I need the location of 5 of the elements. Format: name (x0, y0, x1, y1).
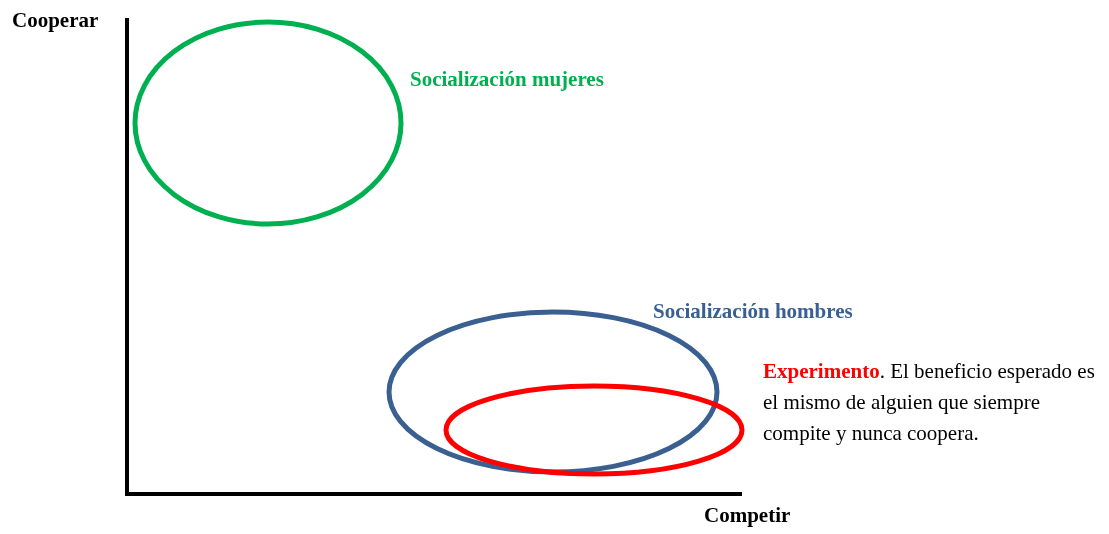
annotation-text: Experimento. El beneficio esperado es el mismo de alguien que siempre compite y nunca coopera. (763, 358, 1096, 447)
ellipse-label: Socialización hombres (653, 298, 853, 325)
ellipse-label: Socialización mujeres (410, 66, 604, 93)
axis-label: Cooperar (12, 8, 99, 33)
axis-label: Competir (704, 503, 791, 528)
